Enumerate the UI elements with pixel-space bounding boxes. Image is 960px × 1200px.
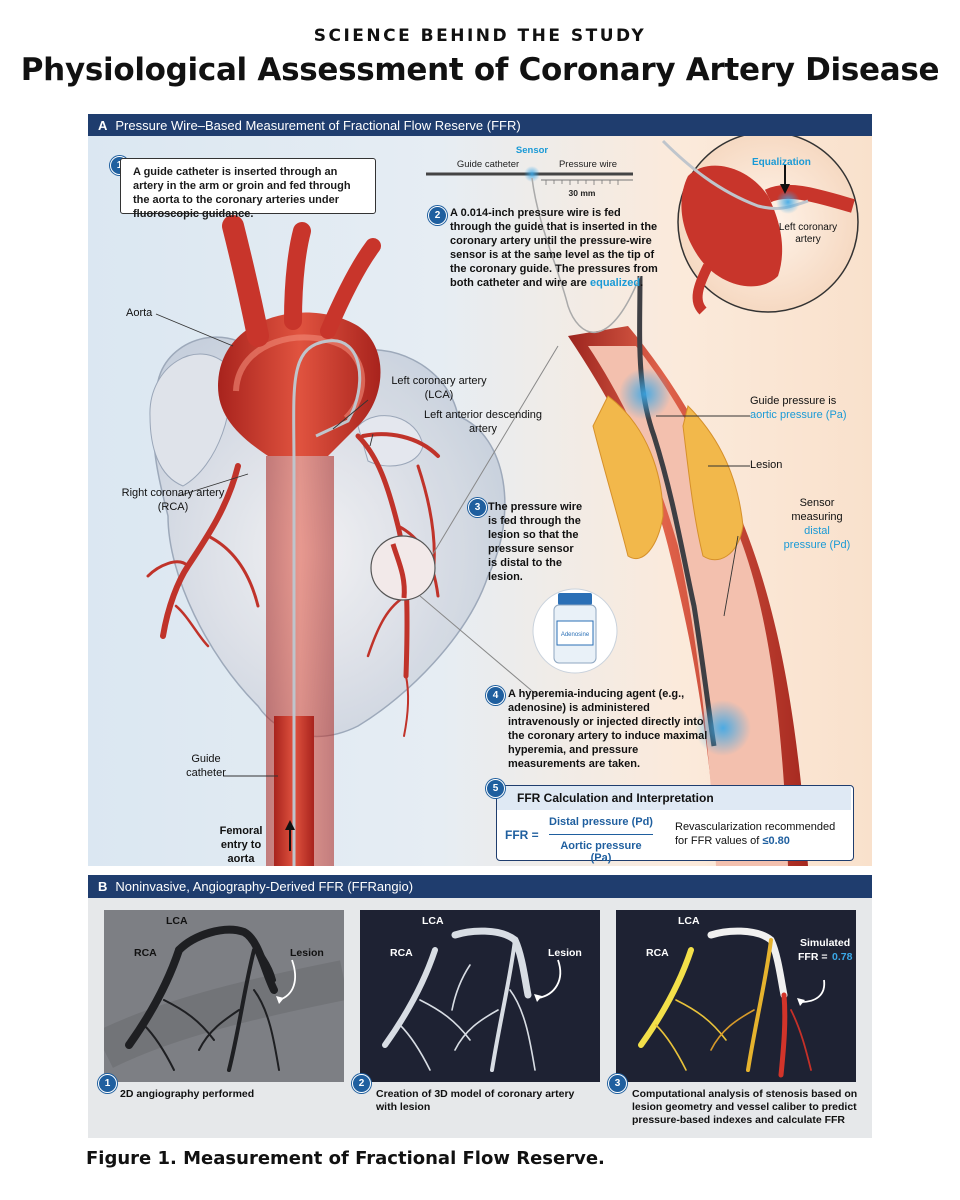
label-aortic-pressure: aortic pressure (Pa) bbox=[750, 409, 847, 421]
label-lad: Left anterior descending artery bbox=[423, 409, 543, 435]
step-a3-marker: 3 bbox=[468, 498, 487, 517]
vial-label: Adenosine bbox=[561, 632, 590, 638]
label-rca: Right coronary artery (RCA) bbox=[121, 487, 225, 513]
ffr-denominator: Aortic pressure (Pa) bbox=[560, 840, 642, 864]
3d-model-image: LCA RCA Lesion bbox=[360, 910, 600, 1082]
ffr-calculation-box: FFR Calculation and Interpretation FFR =… bbox=[496, 785, 854, 864]
label-guide-pressure: Guide pressure is aortic pressure (Pa) bbox=[750, 394, 850, 422]
angiography-vessels: LCA RCA Lesion bbox=[104, 910, 344, 1082]
label-aorta: Aorta bbox=[126, 307, 153, 319]
panel-a: Adenosine Guide catheter bbox=[88, 136, 872, 866]
computational-vessels: LCA RCA Simulated FFR = 0.78 bbox=[616, 910, 856, 1082]
sensor-glow-distal bbox=[695, 700, 751, 756]
ffr-numerator: Distal pressure (Pd) bbox=[549, 816, 653, 828]
img3-ffr-label: FFR = bbox=[798, 951, 827, 963]
vessel-cutaway bbox=[568, 275, 808, 866]
ffr-fraction-line bbox=[549, 834, 653, 835]
page-title: Physiological Assessment of Coronary Art… bbox=[20, 52, 940, 88]
img2-lesion: Lesion bbox=[548, 947, 582, 959]
label-femoral-entry: Femoral entry to aorta bbox=[219, 825, 263, 865]
step-a2-end: . bbox=[640, 277, 644, 289]
step-a4-marker: 4 bbox=[486, 686, 505, 705]
aorta-illustration bbox=[218, 215, 381, 866]
ffr-recommendation: Revascularization recommended for FFR va… bbox=[675, 820, 847, 848]
ffr-threshold: ≤0.80 bbox=[762, 835, 790, 847]
label-wire-guide-catheter: Guide catheter bbox=[457, 159, 519, 170]
panel-a-illustration: Adenosine Guide catheter bbox=[146, 136, 859, 866]
panel-b-letter: B bbox=[98, 879, 108, 894]
angiography-image: LCA RCA Lesion bbox=[104, 910, 344, 1082]
img1-lca: LCA bbox=[166, 915, 188, 927]
sensor-glow-proximal bbox=[619, 368, 671, 420]
panel-a-header: A Pressure Wire–Based Measurement of Frac… bbox=[88, 114, 872, 138]
step-b3-text: Computational analysis of stenosis based… bbox=[632, 1088, 858, 1126]
img3-rca: RCA bbox=[646, 947, 669, 959]
ffr-box-title: FFR Calculation and Interpretation bbox=[497, 786, 851, 810]
step-a5-marker: 5 bbox=[486, 779, 505, 798]
computational-image: LCA RCA Simulated FFR = 0.78 bbox=[616, 910, 856, 1082]
label-equalization: Equalization bbox=[752, 157, 811, 168]
panel-b-title: Noninvasive, Angiography-Derived FFR (FF… bbox=[115, 879, 414, 894]
ffr-equals: FFR = bbox=[505, 828, 539, 842]
3d-model-vessels: LCA RCA Lesion bbox=[360, 910, 600, 1082]
step-b1-text: 2D angiography performed bbox=[120, 1088, 255, 1100]
step-a4-text: A hyperemia-inducing agent (e.g., adenos… bbox=[508, 688, 708, 770]
equalization-inset bbox=[661, 136, 859, 315]
step-a1-text: A guide catheter is inserted through an … bbox=[120, 158, 376, 220]
label-inset-left-coronary: Left coronary artery bbox=[778, 222, 838, 245]
step-b2-text: Creation of 3D model of coronary artery … bbox=[376, 1088, 575, 1113]
img3-lca: LCA bbox=[678, 915, 700, 927]
step-a2-text: A 0.014-inch pressure wire is fed throug… bbox=[450, 206, 660, 290]
label-wire-sensor: Sensor bbox=[516, 145, 549, 156]
img2-lca: LCA bbox=[422, 915, 444, 927]
ffr-recommendation-text: Revascularization recommended for FFR va… bbox=[675, 821, 836, 847]
label-wire-pressure: Pressure wire bbox=[559, 159, 617, 170]
adenosine-vial: Adenosine bbox=[532, 588, 618, 674]
img1-rca: RCA bbox=[134, 947, 157, 959]
panel-b-header: B Noninvasive, Angiography-Derived FFR (F… bbox=[88, 875, 872, 899]
label-lca: Left coronary artery (LCA) bbox=[391, 375, 487, 401]
panel-a-letter: A bbox=[98, 118, 108, 133]
pressure-wire-diagram: Guide catheter Sensor Pressure wire 30 m… bbox=[426, 145, 641, 334]
img2-rca: RCA bbox=[390, 947, 413, 959]
step-b1-marker: 1 bbox=[98, 1074, 117, 1093]
leader-lines bbox=[155, 313, 750, 777]
kicker: SCIENCE BEHIND THE STUDY bbox=[313, 26, 647, 46]
step-a2-body: A 0.014-inch pressure wire is fed throug… bbox=[450, 207, 658, 289]
figure-caption: Figure 1. Measurement of Fractional Flow… bbox=[86, 1148, 605, 1169]
label-wire-scale: 30 mm bbox=[569, 188, 596, 198]
label-guide-catheter: Guide catheter bbox=[186, 753, 226, 779]
label-sensor-measuring: Sensor measuring distal pressure (Pd) bbox=[782, 496, 852, 552]
step-a3-text: The pressure wire is fed through the les… bbox=[488, 501, 583, 583]
label-distal-pressure: distal pressure (Pd) bbox=[783, 525, 851, 551]
label-sensor-measuring-text: Sensor measuring bbox=[791, 497, 843, 523]
img3-simulated: Simulated bbox=[800, 937, 850, 949]
img3-ffr-value: 0.78 bbox=[832, 951, 853, 963]
panel-b: LCA RCA Lesion LCA RCA Lesion bbox=[88, 898, 872, 1138]
label-guide-pressure-text: Guide pressure is bbox=[750, 395, 837, 407]
panel-a-title: Pressure Wire–Based Measurement of Fract… bbox=[115, 118, 521, 133]
step-a2-highlight: equalized bbox=[590, 277, 641, 289]
step-b2-marker: 2 bbox=[352, 1074, 371, 1093]
step-a2-marker: 2 bbox=[428, 206, 447, 225]
img1-lesion: Lesion bbox=[290, 947, 324, 959]
label-lesion: Lesion bbox=[750, 459, 783, 471]
step-b3-marker: 3 bbox=[608, 1074, 627, 1093]
